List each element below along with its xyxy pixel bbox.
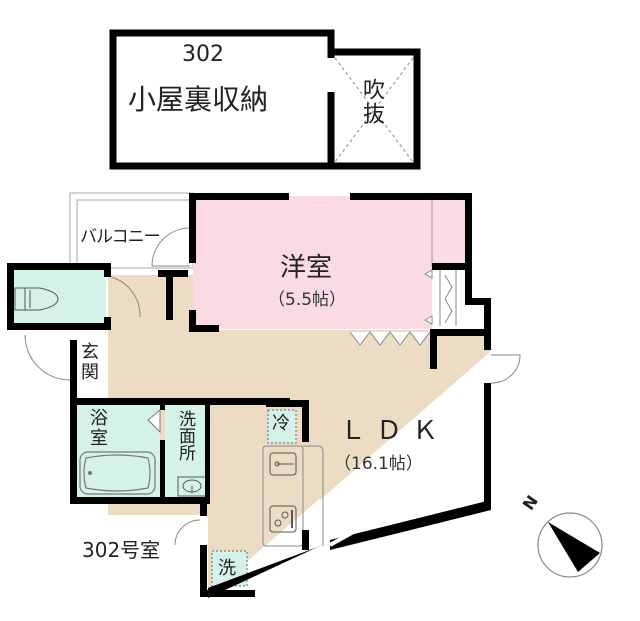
void-label: 吹抜 xyxy=(359,78,384,126)
void-cross-line xyxy=(334,57,414,163)
washer-label: 洗 xyxy=(218,558,236,579)
balcony xyxy=(69,192,194,269)
ldk-area: （16.1帖） xyxy=(334,454,423,474)
toilet-room-floor xyxy=(11,270,106,323)
compass-icon xyxy=(537,512,603,578)
washroom-label: 洗面所 xyxy=(175,410,195,461)
fridge-label: 冷 xyxy=(272,413,290,434)
entrance-label: 玄関 xyxy=(78,342,99,382)
kitchen-counter xyxy=(262,445,324,547)
washroom-floor xyxy=(165,403,208,498)
western-room-floor xyxy=(193,196,465,329)
balcony-label: バルコニー xyxy=(80,227,161,247)
loft-section xyxy=(109,29,421,170)
walls xyxy=(7,193,491,598)
bathroom-floor xyxy=(75,403,160,498)
ldk-label: ＬＤＫ xyxy=(340,416,449,446)
unit-label: 302号室 xyxy=(82,538,161,562)
bathtub-icon xyxy=(79,451,156,495)
toilet-icon xyxy=(14,287,59,311)
western-room-area: （5.5帖） xyxy=(268,290,347,310)
loft-room-label: 小屋裏収納 xyxy=(128,83,269,116)
fridge-space xyxy=(267,409,297,444)
loft-unit-number: 302 xyxy=(182,42,224,67)
western-room-label: 洋室 xyxy=(280,253,333,283)
bathroom-label: 浴室 xyxy=(87,408,108,448)
